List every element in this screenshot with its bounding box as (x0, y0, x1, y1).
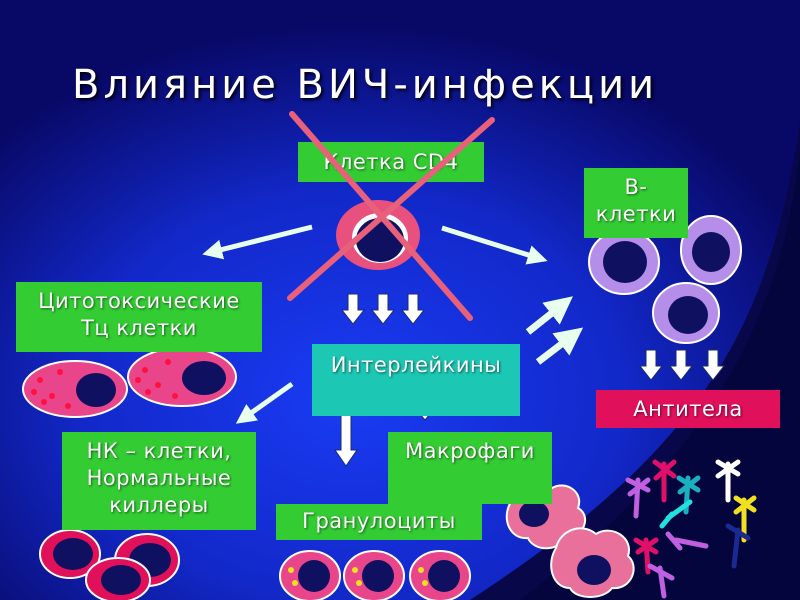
b-cell (680, 215, 742, 285)
antibodies-cluster (625, 459, 757, 599)
cytotoxic-cell (22, 360, 128, 418)
antibody-icon (665, 531, 709, 551)
antibody-icon (647, 563, 675, 599)
antibody-icon (625, 477, 651, 519)
antibodies-label: Антитела (596, 390, 780, 428)
macrophage-cell (550, 527, 635, 598)
nk-cell (85, 557, 151, 600)
cytotoxic-cell (127, 347, 237, 407)
b-cells-label: В-клетки (584, 168, 688, 238)
nk-cells-label: НК – клетки, Нормальные киллеры (62, 432, 256, 530)
granulocytes-label: Гранулоциты (276, 504, 482, 540)
antibody-icon (715, 459, 741, 503)
down-arrows-cd4 (340, 293, 426, 325)
granulocyte (409, 550, 471, 600)
arrow-to-granulocytes (334, 409, 358, 467)
down-arrows-b-cells (638, 349, 726, 381)
b-cell (652, 282, 720, 344)
nk-cell (39, 529, 101, 579)
antibody-icon (659, 499, 693, 529)
granulocyte (343, 550, 405, 600)
macrophage-label: Макрофаги (388, 432, 552, 504)
interleukins-label: Интерлейкины (312, 344, 520, 416)
cd4-cell (336, 200, 420, 270)
granulocyte (279, 550, 341, 600)
antibody-icon (652, 459, 677, 503)
b-cell (588, 229, 660, 295)
slide-title: Влияние ВИЧ-инфекции (72, 62, 659, 108)
antibody-icon (725, 523, 751, 569)
cytotoxic-label: Цитотоксические Тц клетки (16, 282, 262, 352)
arrow-to-nk (235, 381, 294, 424)
arrows-interleukins-to-b-cells (525, 296, 584, 365)
cd4-label: Клетка CD4 (298, 142, 484, 182)
